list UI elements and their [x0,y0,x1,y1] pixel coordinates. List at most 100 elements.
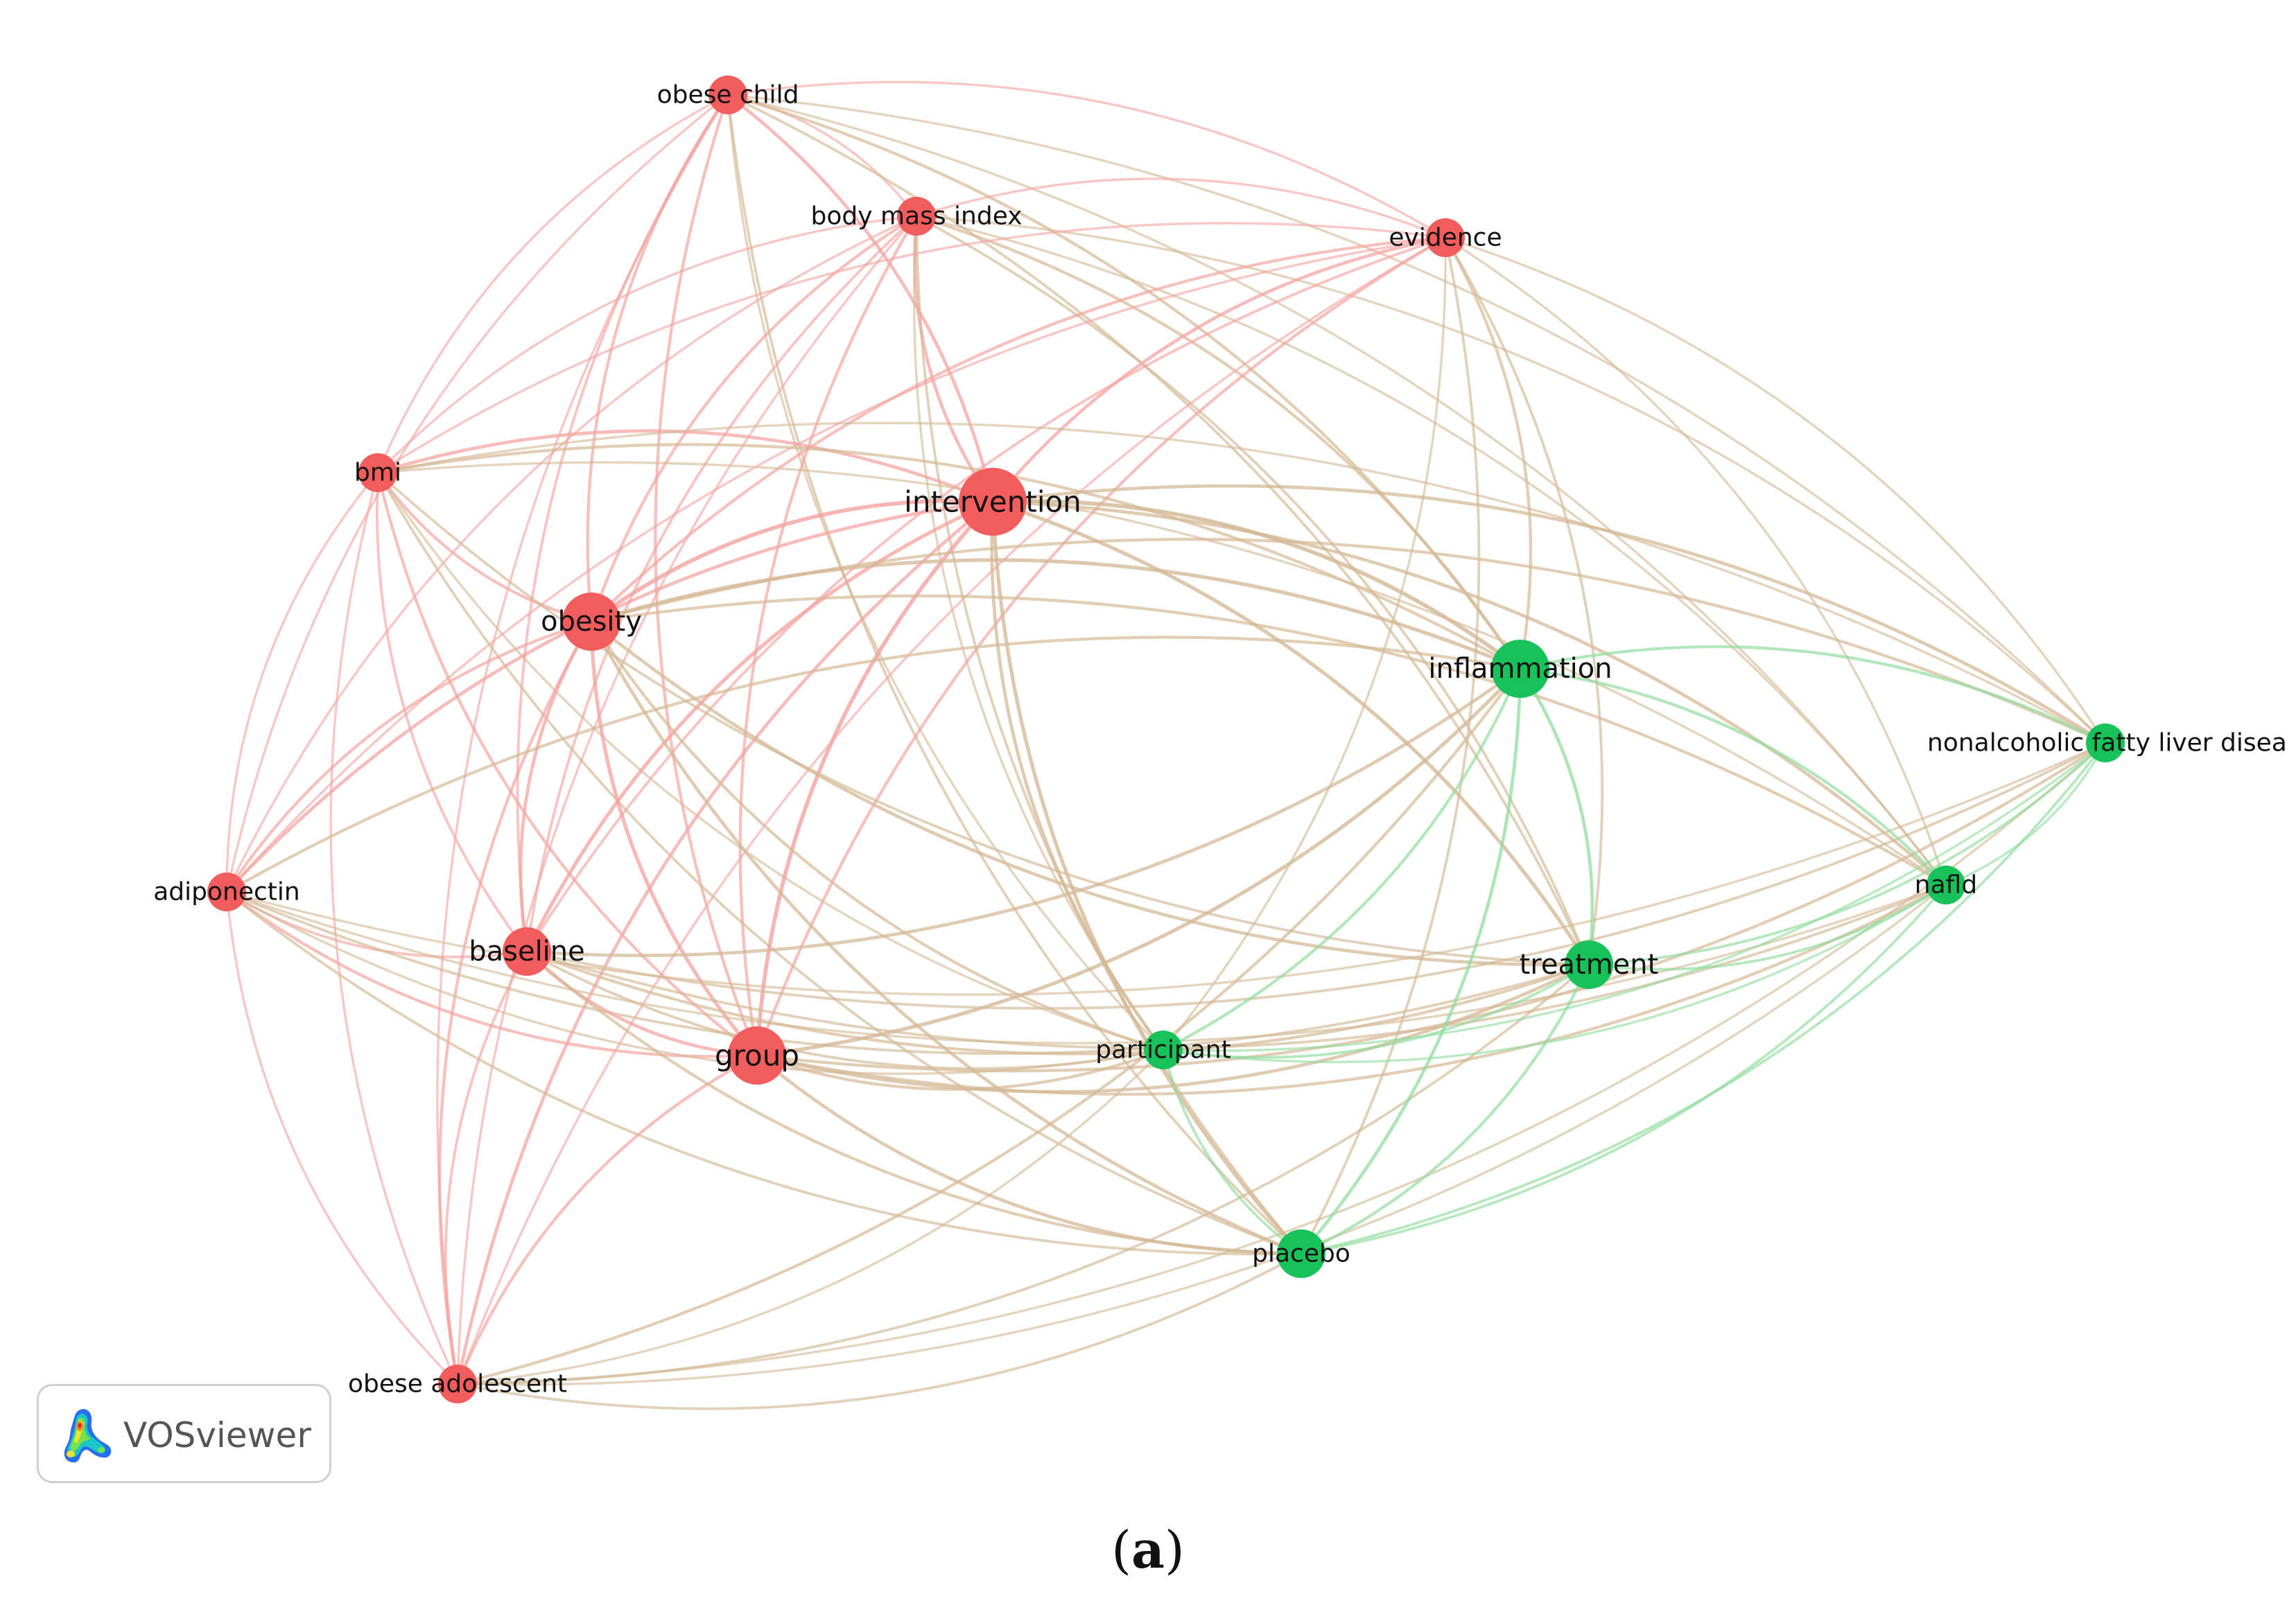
node-nafld-long[interactable] [2086,724,2125,762]
node-obesity[interactable] [562,593,620,651]
edge-inflammation-nafld [1518,667,1948,887]
edge-adiponectin-inflammation [225,636,1522,894]
edge-obese-child-nafld [727,94,1947,886]
node-label-group: group [715,1039,799,1073]
edge-evidence-nafld [1444,236,1947,886]
edge-baseline-inflammation [525,667,1522,958]
caption-letter: a [1131,1521,1165,1580]
edge-adiponectin-treatment [225,891,1590,1055]
edge-evidence-obese-adolescent [456,236,1447,1385]
node-baseline[interactable] [503,927,551,976]
edge-obese-child-intervention [726,93,995,504]
edge-obese-child-nafld-long [727,94,2107,744]
edge-evidence-group [755,236,1447,1058]
edge-obese-child-treatment [727,94,1590,966]
edge-group-obese-adolescent [455,1053,759,1386]
edge-body-mass-index-placebo [915,215,1303,1255]
edge-baseline-obese-adolescent [444,950,528,1385]
edge-obese-child-adiponectin [225,94,729,893]
vosviewer-density-icon [64,1409,112,1463]
edge-nafld-long-nafld [1945,742,2107,886]
edge-body-mass-index-nafld-long [915,215,2107,744]
node-placebo[interactable] [1277,1229,1325,1278]
edge-obese-child-bmi [376,94,729,474]
edge-treatment-placebo [1299,963,1591,1256]
edge-nafld-long-treatment [1588,742,2107,966]
node-group[interactable] [728,1026,786,1085]
node-label-obese-child: obese child [657,81,799,110]
figure-caption: (a) [0,1519,2296,1582]
node-bmi[interactable] [358,453,397,492]
edge-obesity-adiponectin [225,620,593,894]
edge-bmi-group [376,471,759,1058]
edge-evidence-adiponectin [225,236,1447,893]
node-obese-adolescent[interactable] [438,1365,477,1403]
caption-open: ( [1111,1521,1132,1580]
edge-bmi-participant [376,471,1165,1051]
edge-body-mass-index-baseline [525,215,918,953]
edge-bmi-nafld-long [376,421,2107,744]
node-intervention[interactable] [959,468,1027,536]
edge-body-mass-index-inflammation [914,214,1522,671]
edge-participant-placebo [1162,1049,1303,1255]
node-participant[interactable] [1144,1031,1183,1069]
edge-intervention-participant [990,500,1165,1052]
edge-body-mass-index-bmi [376,215,918,474]
node-inflammation[interactable] [1491,640,1549,698]
node-label-bmi: bmi [354,459,401,487]
edge-inflammation-participant [1161,667,1522,1052]
node-label-treatment: treatment [1520,949,1659,981]
edge-bmi-nafld [376,461,1947,886]
edge-body-mass-index-treatment [915,215,1590,966]
edge-evidence-inflammation [1443,236,1533,671]
edge-obese-child-evidence [727,80,1447,239]
edge-intervention-treatment [991,500,1591,967]
edge-obese-adolescent-nafld [456,884,1947,1386]
edge-group-inflammation [755,667,1522,1058]
edge-group-nafld [755,883,1948,1096]
edge-baseline-participant [525,950,1165,1070]
node-label-evidence: evidence [1389,224,1502,252]
edge-obesity-nafld [589,594,1948,887]
edge-inflammation-treatment [1518,667,1594,967]
node-layer [207,76,2125,1403]
edge-adiponectin-group [225,890,759,1058]
edge-nafld-participant [1162,884,1947,1064]
edge-intervention-baseline [525,500,995,954]
edge-bmi-adiponectin [225,471,379,893]
edge-nafld-placebo [1300,884,1947,1255]
edge-intervention-obese-adolescent [455,500,995,1386]
edge-evidence-treatment [1444,236,1604,966]
node-obese-child[interactable] [708,76,747,114]
edge-obese-adolescent-treatment [456,963,1590,1385]
edge-body-mass-index-adiponectin [225,215,918,893]
edge-evidence-bmi [376,222,1447,474]
edge-obese-adolescent-placebo [456,1252,1303,1410]
edge-group-treatment [755,963,1591,1094]
edge-group-placebo [755,1053,1303,1256]
edge-intervention-placebo [991,500,1303,1256]
edge-intervention-nafld [991,500,1948,887]
node-nafld[interactable] [1927,866,1965,904]
edge-intervention-obesity [589,498,995,624]
edge-inflammation-placebo [1299,667,1522,1256]
caption-close: ) [1164,1521,1185,1580]
edge-evidence-nafld-long [1444,236,2107,744]
edge-evidence-placebo [1300,236,1481,1255]
node-label-participant: participant [1095,1036,1230,1065]
edge-adiponectin-obese-adolescent [225,891,459,1385]
edge-obese-adolescent-inflammation [455,667,1522,1386]
edge-evidence-baseline [525,236,1447,953]
node-label-adiponectin: adiponectin [153,878,299,906]
edge-obesity-inflammation [589,558,1522,671]
node-evidence[interactable] [1426,218,1465,257]
node-treatment[interactable] [1565,940,1613,989]
node-body-mass-index[interactable] [897,197,936,236]
edge-obese-child-body-mass-index [727,94,918,218]
edge-obesity-obese-adolescent [437,620,593,1386]
edge-adiponectin-placebo [225,891,1303,1256]
node-adiponectin[interactable] [207,873,246,911]
edge-body-mass-index-obese-adolescent [456,215,918,1385]
